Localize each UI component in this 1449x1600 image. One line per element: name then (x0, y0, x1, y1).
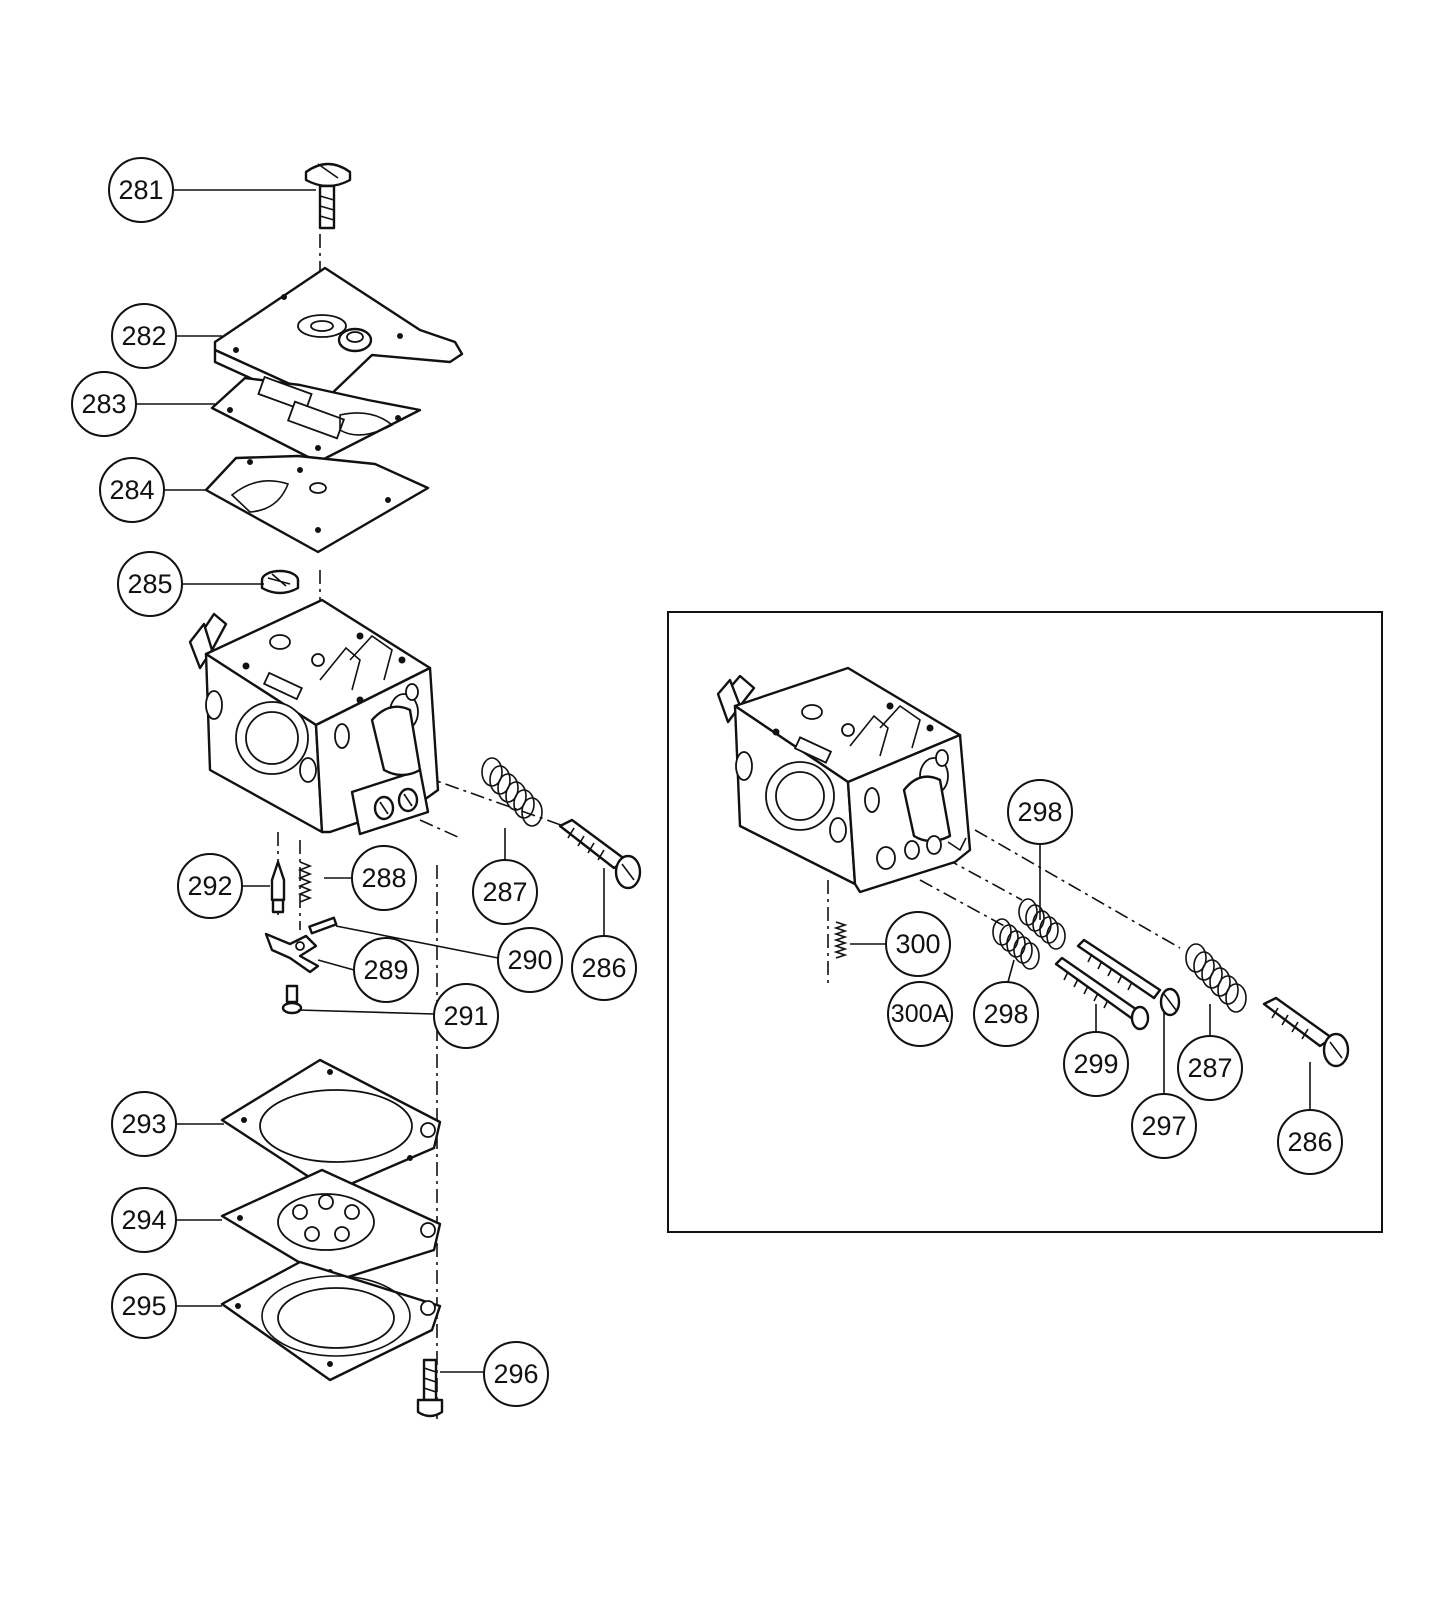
callout-288: 288 (351, 845, 417, 911)
callout-294: 294 (111, 1187, 177, 1253)
svg-text:282: 282 (121, 321, 166, 351)
part-286-screw (558, 818, 642, 890)
inset-callout-297: 297 (1131, 1093, 1197, 1159)
svg-text:295: 295 (121, 1291, 166, 1321)
callout-282: 282 (111, 303, 177, 369)
svg-text:281: 281 (118, 175, 163, 205)
inset-leader-lines (850, 842, 1311, 1110)
svg-text:285: 285 (127, 569, 172, 599)
callout-295: 295 (111, 1273, 177, 1339)
inset-part-287-spring (1185, 943, 1247, 1013)
inset-callout-287: 287 (1177, 1035, 1243, 1101)
callout-285: 285 (117, 551, 183, 617)
svg-text:298: 298 (983, 999, 1028, 1029)
inset-part-297-needle (1076, 938, 1181, 1017)
inset-callout-298-upper: 298 (1007, 779, 1073, 845)
svg-text:300: 300 (895, 929, 940, 959)
svg-text:283: 283 (81, 389, 126, 419)
part-290-pin (308, 916, 338, 935)
svg-text:286: 286 (1287, 1127, 1332, 1157)
callout-296: 296 (483, 1341, 549, 1407)
main-leader-lines (136, 189, 605, 1373)
inset-callout-299: 299 (1063, 1031, 1129, 1097)
callout-293: 293 (111, 1091, 177, 1157)
svg-text:293: 293 (121, 1109, 166, 1139)
inset-frame (667, 611, 1383, 1233)
part-293-gasket (220, 1058, 442, 1194)
inset-callout-300: 300 (885, 911, 951, 977)
svg-text:297: 297 (1141, 1111, 1186, 1141)
part-281-screw (304, 162, 352, 230)
part-294-plate (220, 1168, 442, 1284)
callout-287: 287 (472, 859, 538, 925)
callout-289: 289 (353, 937, 419, 1003)
svg-text:294: 294 (121, 1205, 166, 1235)
svg-text:300A: 300A (891, 1000, 950, 1028)
part-carburetor-body (188, 598, 440, 836)
part-285-screen (260, 569, 300, 595)
svg-text:287: 287 (1187, 1053, 1232, 1083)
part-291-screw (281, 984, 303, 1015)
part-296-screw (416, 1358, 444, 1418)
callout-284: 284 (99, 457, 165, 523)
part-289-lever (264, 932, 320, 974)
inset-callout-298-lower: 298 (973, 981, 1039, 1047)
callout-286: 286 (571, 935, 637, 1001)
callout-291: 291 (433, 983, 499, 1049)
part-295-cover (220, 1260, 442, 1382)
part-284-diaphragm (204, 454, 430, 554)
main-assembly-axes (277, 234, 576, 1420)
svg-text:284: 284 (109, 475, 154, 505)
svg-text:288: 288 (361, 863, 406, 893)
svg-text:299: 299 (1073, 1049, 1118, 1079)
inset-part-298-spring-lower (992, 918, 1040, 970)
part-287-spring (481, 757, 543, 827)
inset-callout-300A: 300A (887, 981, 953, 1047)
svg-text:292: 292 (187, 871, 232, 901)
callout-281: 281 (108, 157, 174, 223)
part-292-needle (270, 860, 286, 914)
inset-carburetor-body (716, 666, 972, 894)
part-283-gasket (210, 375, 422, 464)
inset-part-286-screw (1262, 996, 1350, 1068)
part-288-spring (297, 861, 313, 903)
svg-text:298: 298 (1017, 797, 1062, 827)
callout-290: 290 (497, 927, 563, 993)
inset-part-298-spring-upper (1018, 898, 1066, 950)
inset-part-299-needle (1054, 956, 1150, 1031)
callout-283: 283 (71, 371, 137, 437)
inset-callout-286: 286 (1277, 1109, 1343, 1175)
callout-292: 292 (177, 853, 243, 919)
svg-text:287: 287 (482, 877, 527, 907)
svg-text:286: 286 (581, 953, 626, 983)
svg-text:289: 289 (363, 955, 408, 985)
svg-text:290: 290 (507, 945, 552, 975)
inset-part-300-spring (833, 921, 848, 959)
svg-text:291: 291 (443, 1001, 488, 1031)
svg-text:296: 296 (493, 1359, 538, 1389)
